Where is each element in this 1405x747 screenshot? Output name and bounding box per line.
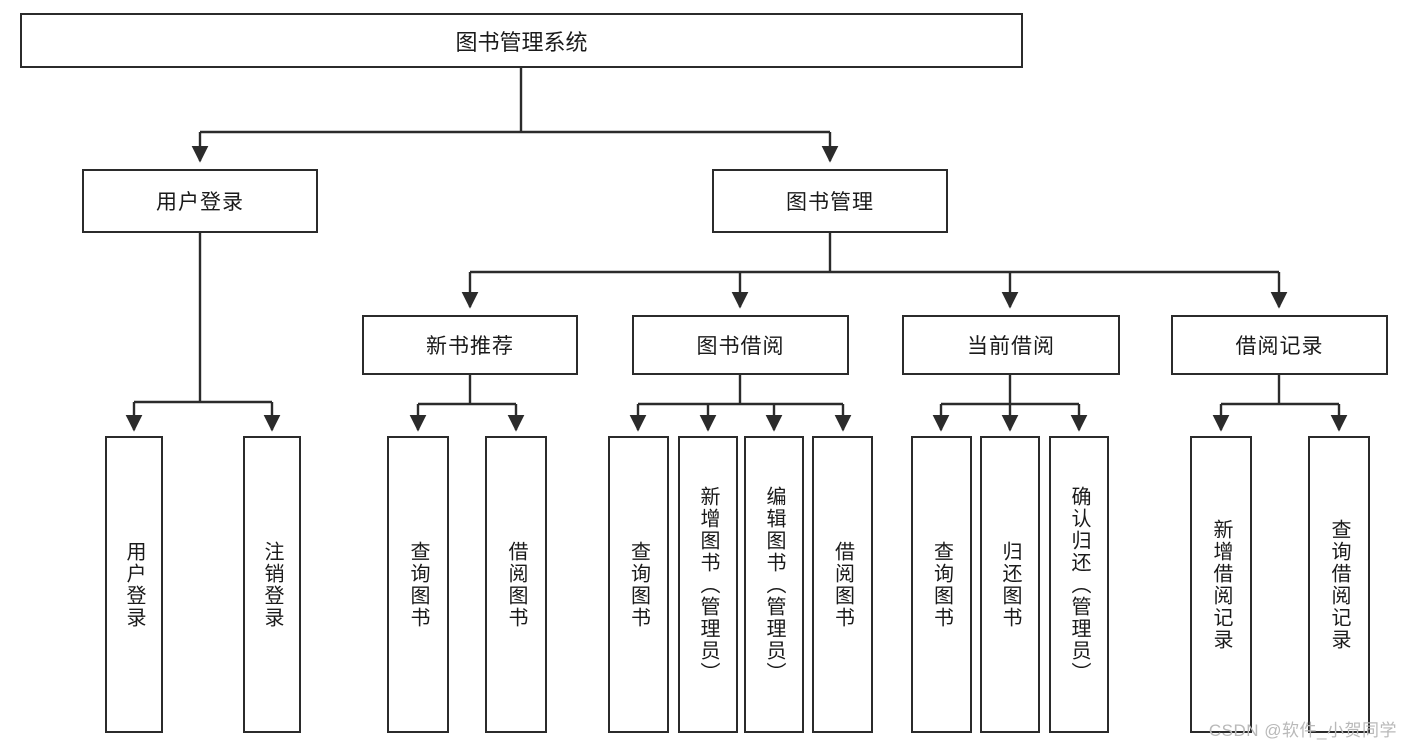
leaf-add-book-admin[interactable]: 新增图书（管理员） <box>678 436 738 733</box>
node-user-login[interactable]: 用户登录 <box>82 169 318 233</box>
node-borrowing-records[interactable]: 借阅记录 <box>1171 315 1388 375</box>
leaf-confirm-return-admin[interactable]: 确认归还（管理员） <box>1049 436 1109 733</box>
leaf-query-books-current[interactable]: 查询图书 <box>911 436 972 733</box>
leaf-borrow-books-recommendation[interactable]: 借阅图书 <box>485 436 547 733</box>
node-current-borrowing[interactable]: 当前借阅 <box>902 315 1120 375</box>
leaf-query-borrowing-record[interactable]: 查询借阅记录 <box>1308 436 1370 733</box>
watermark-text: CSDN @软件_小贺同学 <box>1208 721 1397 740</box>
node-root[interactable]: 图书管理系统 <box>20 13 1023 68</box>
leaf-logout[interactable]: 注销登录 <box>243 436 301 733</box>
leaf-edit-book-admin[interactable]: 编辑图书（管理员） <box>744 436 804 733</box>
node-new-book-recommendation[interactable]: 新书推荐 <box>362 315 578 375</box>
node-book-borrowing[interactable]: 图书借阅 <box>632 315 849 375</box>
leaf-query-books-recommendation[interactable]: 查询图书 <box>387 436 449 733</box>
leaf-query-books-borrowing[interactable]: 查询图书 <box>608 436 669 733</box>
leaf-return-books[interactable]: 归还图书 <box>980 436 1040 733</box>
node-book-management[interactable]: 图书管理 <box>712 169 948 233</box>
leaf-user-login[interactable]: 用户登录 <box>105 436 163 733</box>
leaf-borrow-books-borrowing[interactable]: 借阅图书 <box>812 436 873 733</box>
leaf-add-borrowing-record[interactable]: 新增借阅记录 <box>1190 436 1252 733</box>
